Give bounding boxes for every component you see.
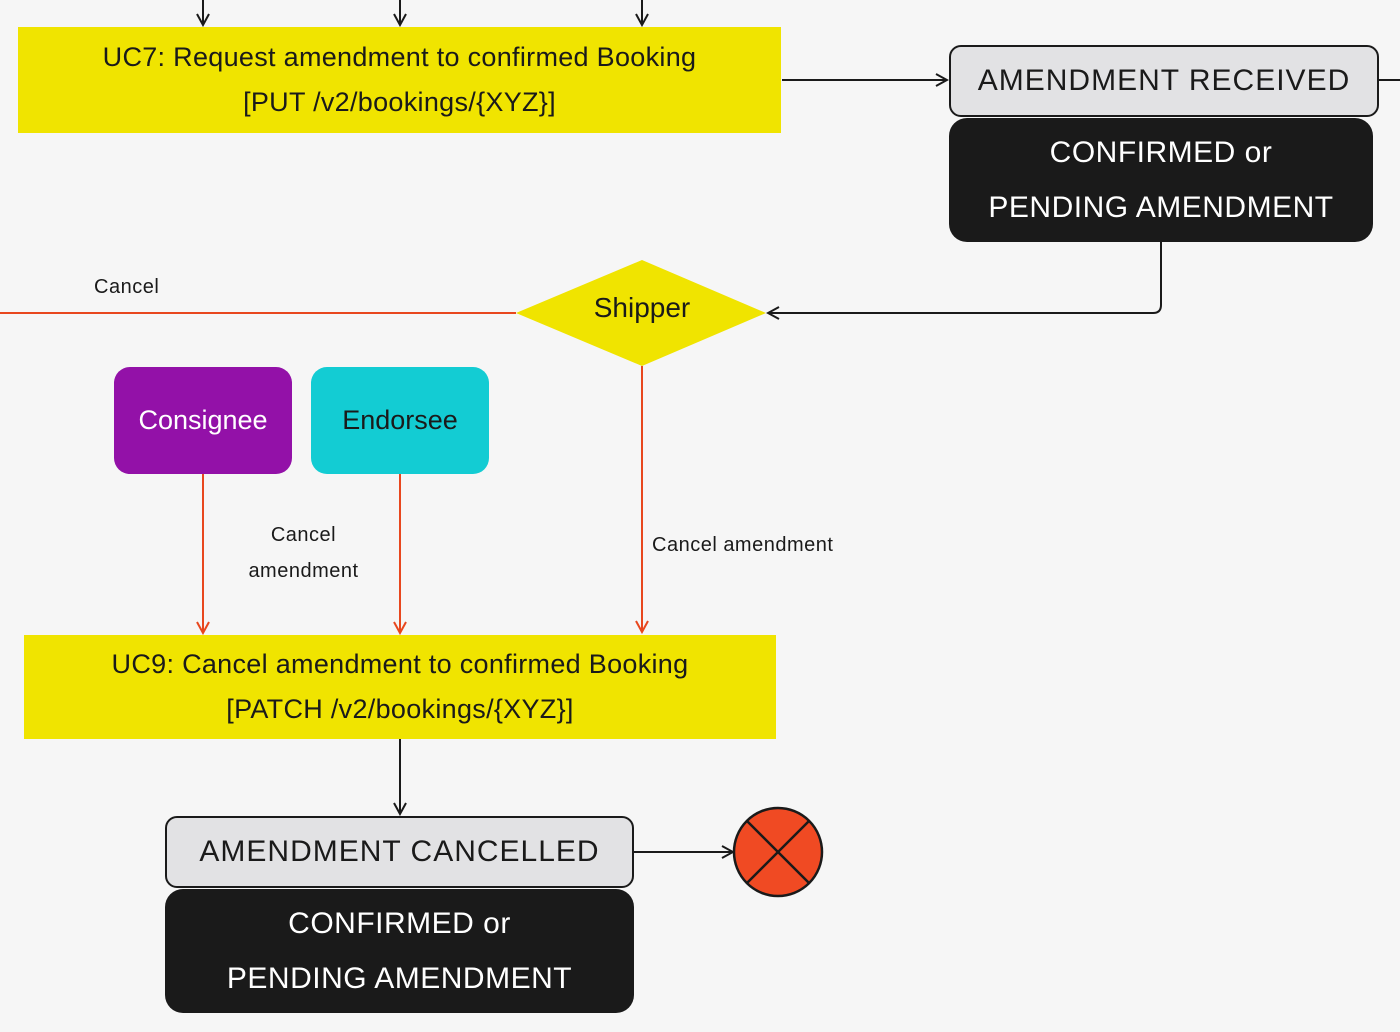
shipper-decision-diamond[interactable] (516, 260, 766, 366)
amendment-received-status-line1: CONFIRMED or (1049, 136, 1273, 169)
amendment-cancelled-status-line2: PENDING AMENDMENT (226, 962, 573, 995)
amendment-received-state-body[interactable]: CONFIRMED or PENDING AMENDMENT (949, 118, 1373, 242)
amendment-cancelled-state-header[interactable]: AMENDMENT CANCELLED (165, 816, 634, 888)
amendment-received-label: AMENDMENT RECEIVED (977, 64, 1351, 97)
uc9-cancel-amendment-node[interactable]: UC9: Cancel amendment to confirmed Booki… (24, 635, 776, 739)
endorsee-label: Endorsee (342, 405, 458, 435)
consignee-label: Consignee (138, 405, 268, 435)
uc9-endpoint: [PATCH /v2/bookings/{XYZ}] (226, 694, 574, 724)
amendment-received-status-line2: PENDING AMENDMENT (988, 191, 1334, 224)
consignee-endorsee-cancel-amendment-label: Cancel amendment (226, 517, 381, 589)
uc9-title: UC9: Cancel amendment to confirmed Booki… (111, 649, 689, 679)
uc7-endpoint: [PUT /v2/bookings/{XYZ}] (243, 87, 556, 117)
amendment-cancelled-status-line1: CONFIRMED or (288, 907, 511, 940)
uc7-title: UC7: Request amendment to confirmed Book… (102, 42, 697, 72)
shipper-decision-label: Shipper (593, 292, 691, 323)
uc7-request-amendment-node[interactable]: UC7: Request amendment to confirmed Book… (18, 27, 781, 133)
cancel-edge-label: Cancel (94, 276, 160, 298)
amendment-received-state-header[interactable]: AMENDMENT RECEIVED (949, 45, 1379, 117)
endorsee-actor[interactable]: Endorsee (311, 367, 489, 474)
cancel-amendment-label-line1: Cancel (270, 524, 337, 546)
amendment-cancelled-state-body[interactable]: CONFIRMED or PENDING AMENDMENT (165, 889, 634, 1013)
final-state-x-icon[interactable] (732, 806, 824, 898)
received-to-shipper-arrow (768, 242, 1162, 313)
shipper-cancel-amendment-label: Cancel amendment (652, 534, 834, 556)
cancel-amendment-label-line2: amendment (248, 560, 359, 582)
consignee-actor[interactable]: Consignee (114, 367, 292, 474)
amendment-cancelled-label: AMENDMENT CANCELLED (199, 835, 600, 868)
